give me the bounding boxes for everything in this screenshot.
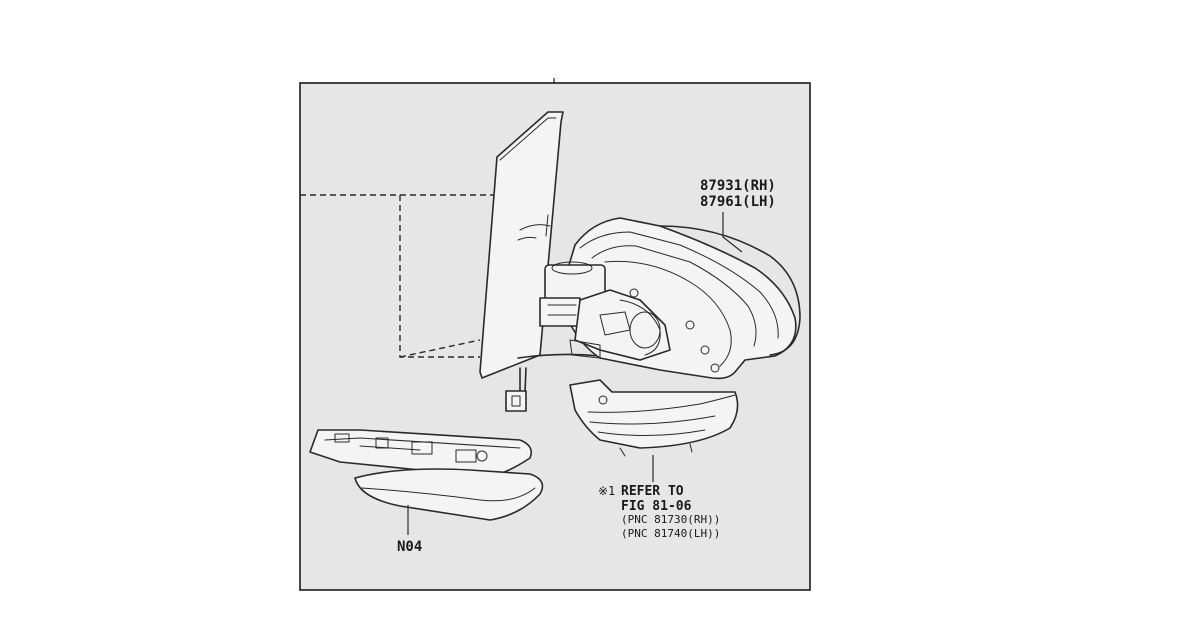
leader-mirror-assy [722, 212, 743, 253]
callout-refer-line2: FIG 81-06 [621, 499, 692, 514]
callout-refer-symbol: ※1 [598, 484, 615, 498]
callout-mirror-assy-rh: 87931(RH) [700, 178, 776, 194]
cover-lower-n04 [354, 468, 544, 521]
callout-mirror-assy-lh: 87961(LH) [700, 194, 776, 210]
cover-upper [309, 429, 533, 483]
body-phantom-outline [300, 194, 497, 358]
callout-refer-line1: REFER TO [621, 484, 684, 499]
callout-pnc-rh: (PNC 81730(RH)) [621, 513, 720, 526]
callout-cover-part: N04 [397, 539, 422, 555]
mirror-assy-housing [539, 217, 801, 380]
callout-pnc-lh: (PNC 81740(LH)) [621, 527, 720, 540]
turn-signal-lamp [569, 379, 739, 457]
